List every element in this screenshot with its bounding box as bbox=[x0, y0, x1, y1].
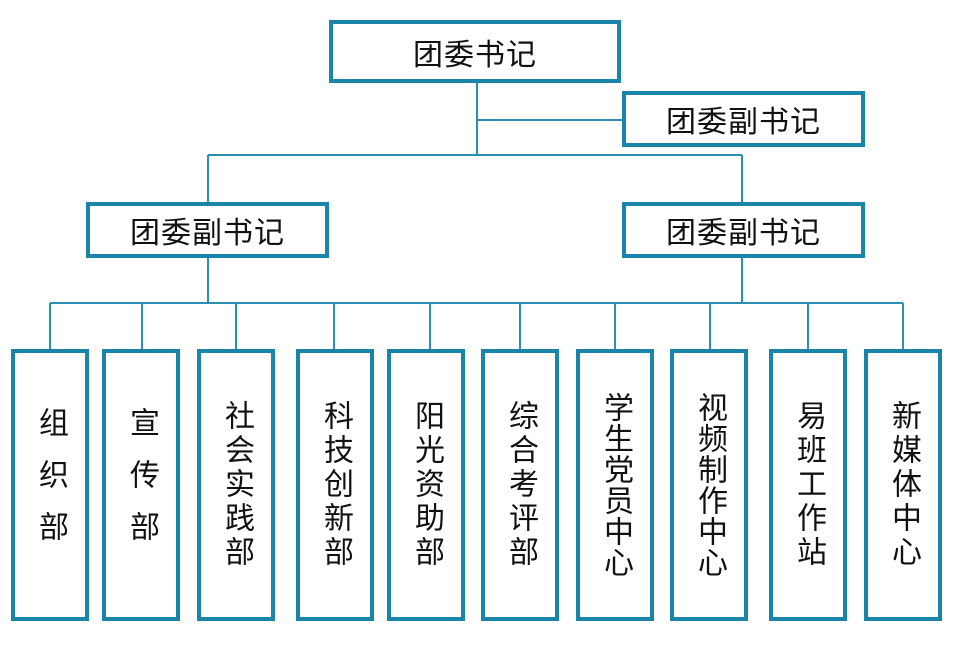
dept-label: 综合考评部 bbox=[503, 400, 538, 570]
dept-label: 新媒体中心 bbox=[886, 400, 921, 570]
dept-node: 科技创新部 bbox=[296, 349, 374, 621]
dept-label: 易班工作站 bbox=[791, 400, 826, 570]
dept-node: 视频制作中心 bbox=[670, 349, 748, 621]
dept-label: 学生党员中心 bbox=[598, 392, 633, 578]
node-assistant-label: 团委副书记 bbox=[666, 105, 821, 140]
dept-node: 社会实践部 bbox=[197, 349, 275, 621]
dept-label: 宣传部 bbox=[124, 407, 159, 563]
dept-label: 组织部 bbox=[33, 407, 68, 563]
dept-node: 宣传部 bbox=[102, 349, 180, 621]
node-assistant: 团委副书记 bbox=[622, 91, 865, 147]
dept-node: 新媒体中心 bbox=[864, 349, 942, 621]
dept-label: 社会实践部 bbox=[219, 400, 254, 570]
dept-label: 科技创新部 bbox=[318, 400, 353, 570]
dept-node: 组织部 bbox=[11, 349, 89, 621]
node-top: 团委书记 bbox=[329, 20, 621, 83]
dept-node: 学生党员中心 bbox=[576, 349, 654, 621]
node-deputy-right: 团委副书记 bbox=[622, 202, 865, 258]
dept-node: 阳光资助部 bbox=[387, 349, 465, 621]
dept-label: 阳光资助部 bbox=[409, 400, 444, 570]
node-deputy-left-label: 团委副书记 bbox=[130, 216, 285, 251]
node-top-label: 团委书记 bbox=[413, 37, 537, 73]
dept-label: 视频制作中心 bbox=[692, 392, 727, 578]
dept-node: 综合考评部 bbox=[481, 349, 559, 621]
node-deputy-right-label: 团委副书记 bbox=[666, 216, 821, 251]
node-deputy-left: 团委副书记 bbox=[86, 202, 329, 258]
dept-node: 易班工作站 bbox=[769, 349, 847, 621]
